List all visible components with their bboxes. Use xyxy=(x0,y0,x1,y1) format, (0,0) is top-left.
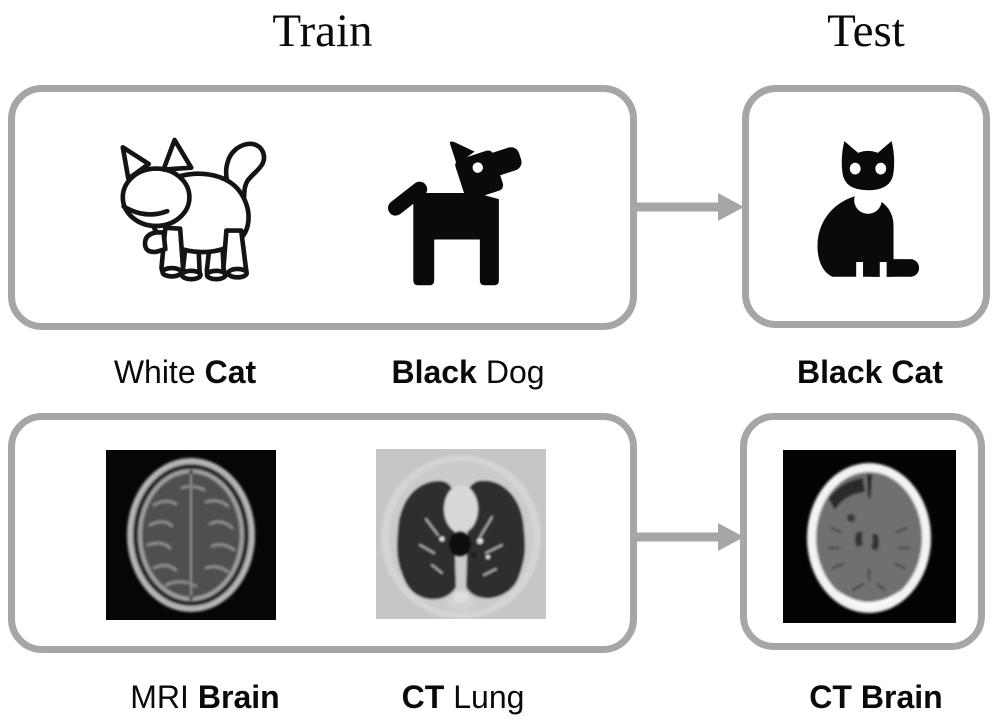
ct-brain-image xyxy=(783,450,956,623)
train-title: Train xyxy=(272,5,373,57)
black-cat-icon xyxy=(817,141,920,279)
test-box-medical xyxy=(740,413,985,650)
black-dog-icon xyxy=(387,141,522,286)
ct-lung-image xyxy=(376,449,546,619)
test-box-animal xyxy=(742,85,990,328)
right-arrow-icon xyxy=(630,523,744,551)
train-box-medical xyxy=(8,413,637,653)
white-cat-icon xyxy=(120,137,267,282)
mri-brain-image xyxy=(106,450,276,620)
test-title: Test xyxy=(827,5,905,57)
right-arrow-icon xyxy=(630,193,744,221)
train-box-animals xyxy=(8,85,637,330)
